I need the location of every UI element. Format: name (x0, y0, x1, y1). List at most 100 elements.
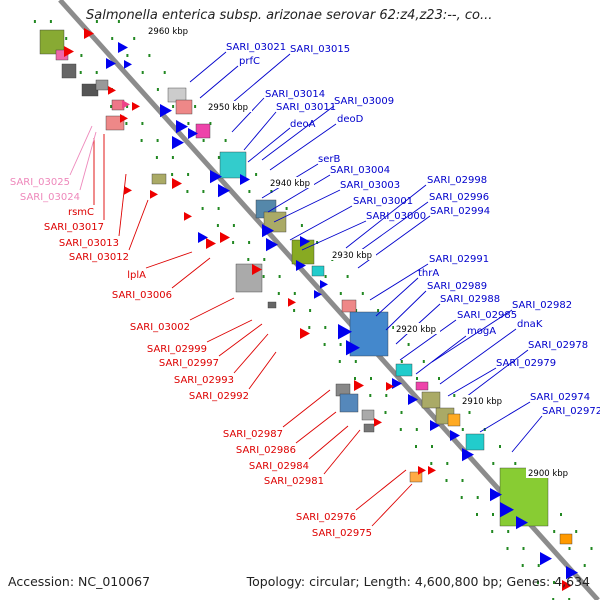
tick-dot (95, 71, 98, 74)
label-connector (128, 199, 149, 251)
tick-dot (248, 241, 251, 244)
reverse-gene-label: SARI_02999 (147, 344, 207, 355)
gene-arrow (206, 238, 216, 249)
tick-dot (468, 411, 471, 414)
gene-arrow (106, 58, 116, 69)
label-connector (225, 53, 291, 109)
label-connector (145, 251, 193, 269)
tick-dot (422, 360, 425, 363)
label-connector (273, 189, 341, 223)
label-connector (369, 263, 429, 301)
label-connector (461, 349, 529, 401)
label-connector (189, 51, 227, 83)
forward-gene-label: SARI_02982 (512, 300, 572, 311)
gene-arrow (300, 328, 310, 339)
gene-feature (415, 381, 429, 391)
label-connector (243, 111, 277, 151)
forward-gene-label: SARI_03000 (366, 211, 426, 222)
gene-arrow (210, 170, 222, 184)
tick-dot (270, 190, 273, 193)
forward-gene-label: SARI_02979 (496, 358, 556, 369)
tick-dot (224, 139, 227, 142)
gene-arrow (64, 46, 74, 57)
forward-gene-label: SARI_02989 (427, 281, 487, 292)
tick-dot (316, 241, 319, 244)
tick-dot (400, 360, 403, 363)
gene-arrow (450, 430, 460, 441)
tick-dot (431, 445, 433, 448)
gene-arrow (392, 378, 402, 389)
tick-dot (553, 530, 556, 533)
tick-dot (514, 462, 517, 465)
reverse-gene-label: SARI_03006 (112, 290, 172, 301)
forward-gene-label: deoD (337, 114, 364, 125)
gene-features (39, 28, 578, 591)
tick-dot (194, 105, 197, 108)
reverse-gene-label: SARI_02997 (159, 358, 219, 369)
tick-dot (232, 241, 235, 244)
gene-arrow (374, 418, 382, 427)
gene-arrow (430, 420, 440, 431)
reverse-gene-label: SARI_02993 (174, 375, 234, 386)
kbp-tick-background (206, 101, 252, 112)
topology-label: Topology: circular; Length: 4,600,800 bp… (246, 574, 590, 589)
gene-arrow (462, 448, 474, 462)
gene-arrow (314, 290, 322, 299)
gene-feature (151, 173, 167, 185)
kbp-tick-background (526, 467, 572, 478)
gene-arrow (122, 100, 130, 109)
tick-dot (491, 530, 494, 533)
tick-dot (293, 292, 296, 295)
gene-arrow (354, 380, 364, 391)
tick-dot (155, 156, 158, 159)
tick-dot (415, 428, 418, 431)
kbp-tick-label: 2910 kbp (462, 397, 502, 407)
tick-dot (369, 394, 372, 397)
tick-dot (171, 156, 174, 159)
forward-gene-label: deoA (290, 119, 316, 130)
tick-dot (186, 190, 189, 193)
forward-gene-label: SARI_02991 (429, 254, 489, 265)
label-connector (301, 220, 367, 251)
reverse-gene-label: SARI_02987 (223, 429, 283, 440)
tick-dot (95, 20, 98, 23)
reverse-gene-label: SARI_03012 (69, 252, 129, 263)
label-connector (206, 319, 253, 343)
kbp-tick-background (394, 323, 440, 334)
tick-dot (537, 581, 539, 584)
gene-feature (219, 151, 247, 179)
tick-dot (141, 122, 144, 125)
label-connector (399, 319, 457, 361)
tick-dot (384, 411, 387, 414)
forward-gene-label: SARI_02974 (530, 392, 590, 403)
tick-dot (263, 258, 266, 261)
gene-feature (447, 413, 461, 427)
tick-dot (521, 564, 524, 567)
gene-arrow (428, 466, 436, 475)
tick-dot (354, 377, 356, 380)
kbp-tick-label: 2930 kbp (332, 251, 372, 261)
gene-feature (421, 391, 441, 409)
forward-gene-label: SARI_02994 (430, 206, 490, 217)
label-connector (248, 351, 277, 390)
forward-gene-label: SARI_02988 (440, 294, 500, 305)
label-connector (247, 127, 291, 163)
gene-arrow (338, 324, 352, 340)
rna-gene-label: SARI_03024 (20, 192, 80, 203)
tick-dot (339, 292, 342, 295)
forward-gene-label: SARI_03014 (265, 89, 325, 100)
tick-dot (171, 173, 174, 176)
tick-dot (499, 445, 501, 448)
tick-dot (361, 292, 364, 295)
label-connector (189, 297, 235, 321)
tick-dot (338, 360, 341, 363)
reverse-gene-labels: rsmCSARI_03017SARI_03013SARI_03012lplASA… (44, 207, 372, 539)
tick-dot (277, 292, 280, 295)
label-connector (308, 425, 349, 460)
label-connector (218, 323, 263, 357)
tick-dot (201, 207, 204, 210)
label-connector (511, 415, 543, 453)
kbp-tick-label: 2940 kbp (270, 179, 310, 189)
tick-dot (125, 122, 128, 125)
tick-dot (370, 377, 372, 380)
